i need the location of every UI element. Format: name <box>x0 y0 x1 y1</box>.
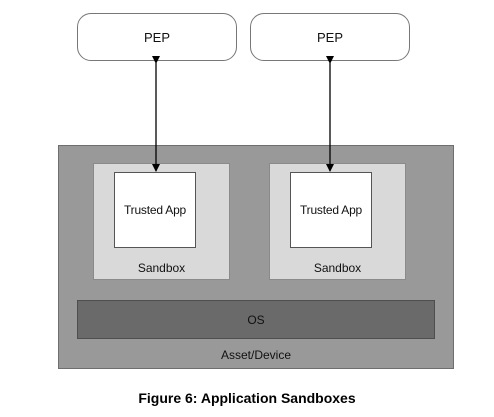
trusted-app-left: Trusted App <box>114 172 196 248</box>
pep-node-right: PEP <box>250 13 410 61</box>
sandbox-left: Trusted App Sandbox <box>93 163 230 280</box>
trusted-app-label-right: Trusted App <box>299 203 363 217</box>
sandbox-label-left: Sandbox <box>137 261 186 275</box>
os-layer: OS <box>77 300 435 339</box>
sandbox-label-right: Sandbox <box>313 261 362 275</box>
asset-device-label: Asset/Device <box>220 348 292 362</box>
pep-node-left: PEP <box>77 13 237 61</box>
sandbox-right: Trusted App Sandbox <box>269 163 406 280</box>
pep-label-right: PEP <box>316 29 343 45</box>
os-label: OS <box>247 312 265 327</box>
trusted-app-label-left: Trusted App <box>123 203 187 217</box>
figure-caption: Figure 6: Application Sandboxes <box>138 390 356 406</box>
trusted-app-right: Trusted App <box>290 172 372 248</box>
pep-label-left: PEP <box>143 29 170 45</box>
